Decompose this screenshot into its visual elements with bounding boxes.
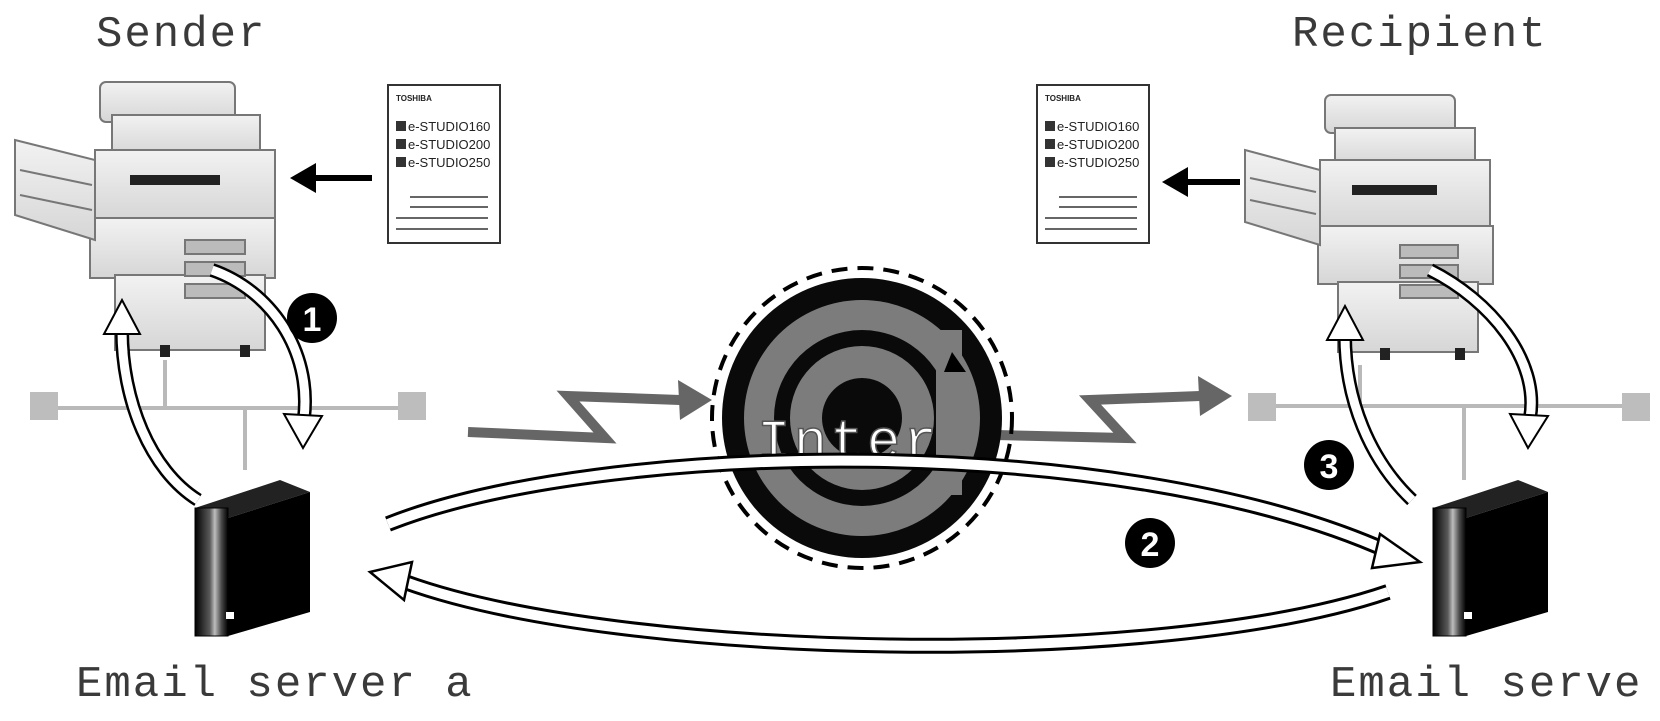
internet-to-recipient-arrow — [995, 391, 1201, 444]
recipient-document: TOSHIBA e-STUDIO160 e-STUDIO200 e-STUDIO… — [1036, 84, 1150, 244]
email-server-a-label: Email server a — [76, 660, 474, 710]
network-node — [398, 392, 426, 420]
svg-text:e-STUDIO160: e-STUDIO160 — [1057, 119, 1139, 134]
server-to-copier-arrow — [102, 297, 202, 506]
svg-text:e-STUDIO250: e-STUDIO250 — [1057, 155, 1139, 170]
svg-text:e-STUDIO160: e-STUDIO160 — [408, 119, 490, 134]
step-3-badge: 3 — [1304, 440, 1354, 490]
network-node — [1248, 393, 1276, 421]
arrowhead — [678, 380, 712, 420]
svg-text:e-STUDIO250: e-STUDIO250 — [408, 155, 490, 170]
server-b-to-server-a-arrow — [367, 560, 1391, 654]
copier-to-server-arrow — [1426, 263, 1550, 451]
svg-text:TOSHIBA: TOSHIBA — [396, 94, 432, 103]
server-b-icon — [1432, 480, 1548, 637]
svg-text:3: 3 — [1320, 448, 1339, 486]
left-arrow-icon — [290, 163, 372, 193]
server-a-icon — [194, 480, 310, 637]
sender-document: TOSHIBA e-STUDIO160 e-STUDIO200 e-STUDIO… — [387, 84, 501, 244]
sender-copier-icon — [14, 81, 276, 357]
network-node — [30, 392, 58, 420]
recipient-copier-icon — [1244, 94, 1494, 360]
step-1-badge: 1 — [287, 293, 337, 343]
arrowhead — [1198, 376, 1232, 416]
step-2-badge: 2 — [1125, 518, 1175, 568]
svg-text:2: 2 — [1141, 526, 1160, 564]
sender-to-internet-arrow — [467, 390, 681, 444]
svg-text:1: 1 — [303, 301, 322, 339]
sender-label: Sender — [96, 10, 267, 60]
email-server-b-label: Email serve — [1330, 660, 1643, 710]
recipient-label: Recipient — [1292, 10, 1548, 60]
sender-network — [38, 360, 412, 470]
svg-text:TOSHIBA: TOSHIBA — [1045, 94, 1081, 103]
server-a-to-server-b-arrow — [385, 452, 1424, 570]
svg-text:e-STUDIO200: e-STUDIO200 — [408, 137, 490, 152]
copier-to-server-arrow — [209, 263, 324, 451]
network-node — [1622, 393, 1650, 421]
left-arrow-icon — [1162, 167, 1240, 197]
server-to-copier-arrow — [1325, 303, 1417, 506]
svg-text:e-STUDIO200: e-STUDIO200 — [1057, 137, 1139, 152]
